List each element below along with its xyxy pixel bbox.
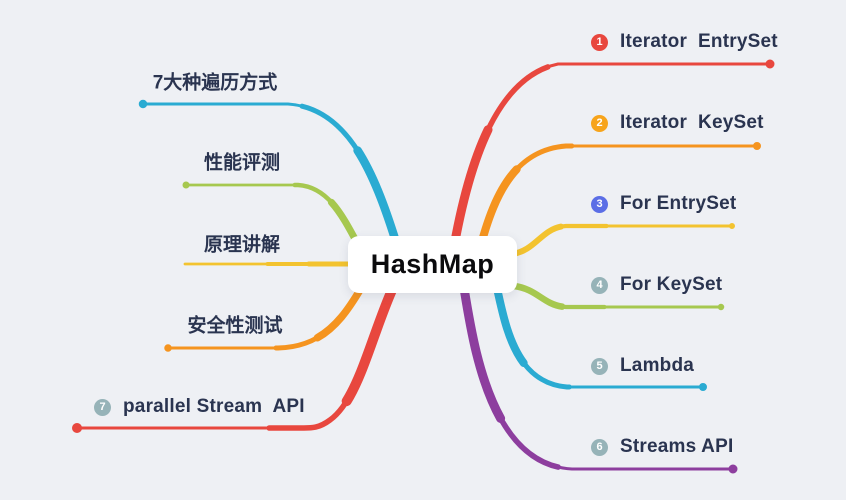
badge-5: 5	[591, 357, 608, 375]
node-streams-api[interactable]: 6 Streams API	[591, 434, 733, 460]
branch-curve-left_items-0	[138, 99, 401, 247]
branch-curve-right_items-5	[459, 283, 738, 474]
node-for-entryset-label: For EntrySet	[620, 193, 737, 214]
node-performance-evaluation[interactable]: 性能评测	[203, 152, 281, 174]
node-for-keyset-label: For KeySet	[620, 274, 723, 295]
badge-3: 3	[591, 195, 608, 213]
badge-6: 6	[591, 438, 608, 456]
node-lambda[interactable]: 5 Lambda	[591, 353, 694, 379]
badge-7: 7	[94, 398, 111, 416]
branch-curve-left_items-4	[72, 285, 397, 434]
node-parallel-stream-api-label: parallel Stream API	[123, 396, 305, 417]
node-streams-api-label: Streams API	[620, 436, 734, 457]
badge-4: 4	[591, 276, 608, 294]
node-for-entryset[interactable]: 3 For EntrySet	[591, 191, 736, 217]
branch-curve-right_items-0	[447, 59, 775, 263]
badge-1: 1	[591, 33, 608, 51]
node-parallel-stream-api[interactable]: 7 parallel Stream API	[94, 394, 305, 420]
node-security-testing[interactable]: 安全性测试	[187, 315, 283, 337]
branch-curve-right_items-2	[510, 224, 734, 256]
branch-curve-right_items-4	[493, 284, 707, 391]
node-iterator-entryset-label: Iterator EntrySet	[620, 31, 778, 52]
branch-curve-right_items-2	[509, 223, 735, 257]
node-lambda-label: Lambda	[620, 355, 695, 376]
branch-curve-right_items-0	[449, 61, 773, 261]
node-for-keyset[interactable]: 4 For KeySet	[591, 272, 722, 298]
branch-curve-right_items-0	[450, 62, 772, 260]
node-iterator-keyset-label: Iterator KeySet	[620, 112, 764, 133]
branch-curve-right_items-1	[474, 142, 761, 260]
node-iterator-entryset[interactable]: 1 Iterator EntrySet	[591, 29, 778, 55]
center-node-hashmap[interactable]: HashMap	[348, 236, 517, 293]
branch-curve-right_items-3	[510, 282, 725, 311]
node-principle-explanation[interactable]: 原理讲解	[203, 234, 281, 256]
branch-curve-left_items-3	[164, 286, 364, 352]
center-node-label: HashMap	[370, 249, 495, 279]
badge-2: 2	[591, 114, 608, 132]
node-traversal-methods[interactable]: 7大种遍历方式	[152, 72, 278, 94]
node-iterator-keyset[interactable]: 2 Iterator KeySet	[591, 110, 764, 136]
branch-curve-right_items-2	[509, 223, 735, 257]
